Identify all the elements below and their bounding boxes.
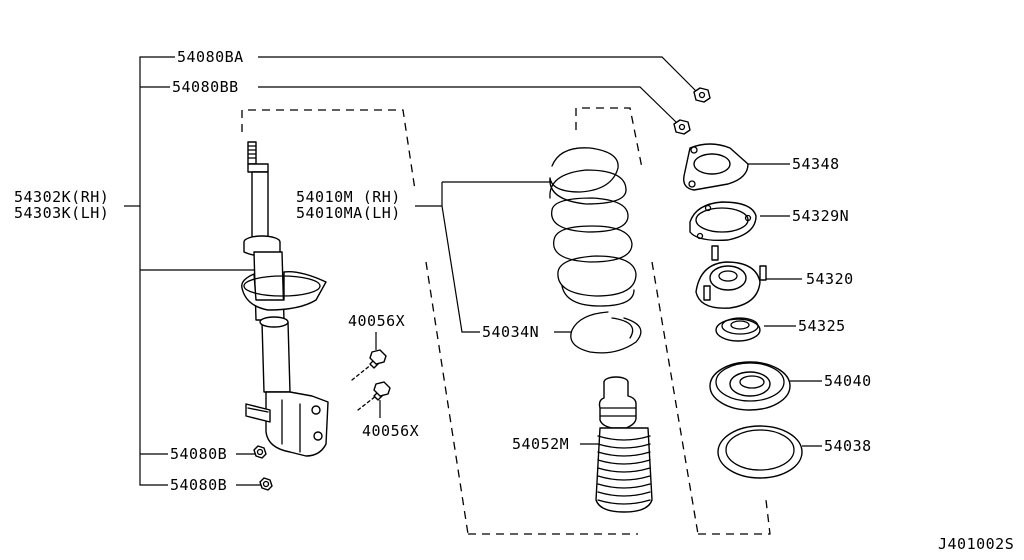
label-54080B-top: 54080B — [170, 445, 227, 463]
label-54052M: 54052M — [512, 435, 569, 453]
bolt-40056X-bottom-part — [357, 381, 391, 411]
bump-stop-boot-part — [595, 376, 653, 513]
insulator-54329N-part — [689, 201, 757, 242]
spring-seat-rubber-part — [570, 311, 642, 354]
seat-rubber-54038-part — [717, 425, 803, 479]
dashed-group-outlines — [241, 107, 771, 535]
label-54080BB: 54080BB — [172, 78, 239, 96]
label-54329N: 54329N — [792, 207, 849, 225]
label-54040: 54040 — [824, 372, 872, 390]
nut-54080BB-part — [673, 119, 691, 135]
label-54080B-bottom: 54080B — [170, 476, 227, 494]
label-54010M: 54010M (RH) — [296, 188, 401, 206]
label-54010MA: 54010MA(LH) — [296, 204, 401, 222]
mount-plate-54348-part — [683, 143, 749, 191]
label-54325: 54325 — [798, 317, 846, 335]
nut-54080B-bottom-part — [259, 477, 273, 491]
nut-54080B-top-part — [253, 445, 267, 459]
label-54080BA: 54080BA — [177, 48, 244, 66]
coil-spring — [549, 147, 637, 307]
label-54302K: 54302K(RH) — [14, 188, 109, 206]
label-54303K: 54303K(LH) — [14, 204, 109, 222]
strut-assembly — [241, 141, 329, 457]
upper-seat-54040-part — [709, 361, 791, 411]
label-54320: 54320 — [806, 270, 854, 288]
label-40056X-top: 40056X — [348, 312, 405, 330]
leader-lines — [124, 56, 822, 486]
bolt-40056X-top-part — [351, 349, 387, 381]
label-54348: 54348 — [792, 155, 840, 173]
part-labels: 54080BA 54080BB 54302K(RH) 54303K(LH) 54… — [14, 48, 1014, 553]
label-40056X-bottom: 40056X — [362, 422, 419, 440]
bearing-54325-part — [715, 317, 761, 342]
nut-54080BA-part — [693, 87, 711, 103]
diagram-id: J401002S — [938, 535, 1014, 553]
mounting-insulator-54320-part — [695, 245, 767, 309]
label-54038: 54038 — [824, 437, 872, 455]
label-54034N: 54034N — [482, 323, 539, 341]
